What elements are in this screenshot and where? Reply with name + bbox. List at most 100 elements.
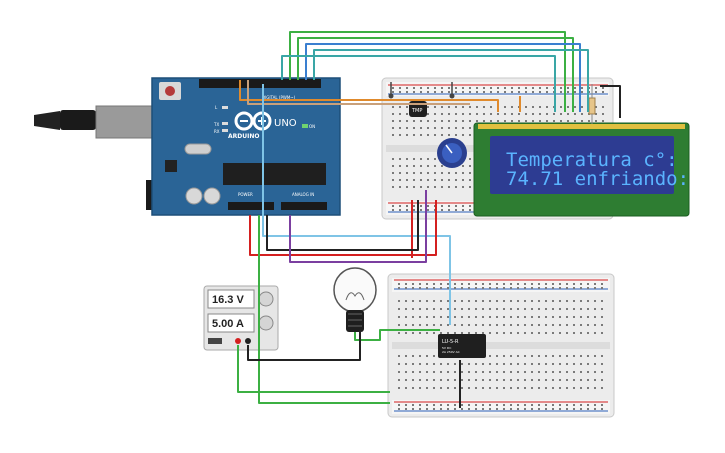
breadboard-hole (538, 363, 540, 365)
breadboard-hole (461, 404, 463, 406)
psu-negative-terminal[interactable] (245, 338, 251, 344)
breadboard-hole (489, 308, 491, 310)
breadboard-hole (392, 186, 394, 188)
light-bulb-icon[interactable] (333, 267, 377, 332)
breadboard-hole (573, 300, 575, 302)
breadboard-hole (448, 106, 450, 108)
breadboard-hole (461, 363, 463, 365)
breadboard-hole (496, 408, 498, 410)
breadboard-hole (566, 404, 568, 406)
breadboard-hole (454, 316, 456, 318)
breadboard-hole (454, 387, 456, 389)
breadboard-hole (510, 387, 512, 389)
breadboard-hole (566, 408, 568, 410)
breadboard-hole (475, 371, 477, 373)
current-knob[interactable] (258, 315, 274, 331)
breadboard-hole (420, 120, 422, 122)
breadboard-hole (427, 127, 429, 129)
breadboard-hole (517, 363, 519, 365)
breadboard-hole (553, 113, 555, 115)
breadboard-hole (567, 113, 569, 115)
power-supply[interactable]: 16.3 V 5.00 A (203, 285, 279, 351)
power-header[interactable] (228, 202, 274, 210)
breadboard-hole (469, 209, 471, 211)
breadboard-hole (419, 355, 421, 357)
breadboard-hole (399, 106, 401, 108)
digital-header[interactable] (199, 79, 321, 88)
breadboard-hole (392, 120, 394, 122)
breadboard-hole (433, 355, 435, 357)
breadboard-hole (587, 324, 589, 326)
breadboard-hole (448, 120, 450, 122)
relay-module[interactable]: LU-5-R 5V DC 2A 250V AC (438, 334, 486, 358)
breadboard-hole (546, 106, 548, 108)
breadboard-hole (517, 287, 519, 289)
breadboard-hole (413, 87, 415, 89)
voltage-knob[interactable] (258, 291, 274, 307)
breadboard-hole (510, 408, 512, 410)
breadboard-hole (517, 332, 519, 334)
breadboard-hole (461, 332, 463, 334)
breadboard-hole (392, 179, 394, 181)
breadboard-hole (511, 87, 513, 89)
breadboard-hole (580, 355, 582, 357)
breadboard-hole (560, 113, 562, 115)
breadboard-hole (475, 387, 477, 389)
wire-green-bulb (354, 329, 440, 341)
breadboard-hole (524, 287, 526, 289)
breadboard-hole (559, 408, 561, 410)
power-label: POWER (238, 192, 253, 197)
breadboard-hole (546, 87, 548, 89)
breadboard-hole (420, 205, 422, 207)
psu-positive-terminal[interactable] (235, 338, 241, 344)
psu-switch[interactable] (208, 338, 222, 344)
breadboard-hole (454, 300, 456, 302)
breadboard-hole (392, 87, 394, 89)
arduino-uno-board[interactable]: ARDUINO UNO DIGITAL (PWM~) ON TX RX L PO… (34, 77, 341, 216)
breadboard-hole (524, 332, 526, 334)
breadboard-hole (594, 283, 596, 285)
breadboard-hole (602, 120, 604, 122)
breadboard-hole (476, 87, 478, 89)
breadboard-hole (412, 324, 414, 326)
breadboard-hole (510, 404, 512, 406)
breadboard-hole (496, 324, 498, 326)
breadboard-hole (581, 113, 583, 115)
breadboard-hole (419, 300, 421, 302)
l-label: L (215, 105, 218, 110)
breadboard-bottom[interactable] (387, 273, 615, 418)
breadboard-hole (510, 287, 512, 289)
breadboard-hole (420, 158, 422, 160)
breadboard-hole (546, 113, 548, 115)
breadboard-hole (399, 87, 401, 89)
breadboard-hole (469, 127, 471, 129)
breadboard-hole (440, 363, 442, 365)
reset-button[interactable] (165, 86, 175, 96)
thermometer-icon-2 (449, 82, 455, 99)
breadboard-hole (559, 371, 561, 373)
breadboard-hole (399, 113, 401, 115)
breadboard-hole (462, 120, 464, 122)
breadboard-hole (490, 120, 492, 122)
breadboard-hole (454, 287, 456, 289)
breadboard-hole (545, 308, 547, 310)
breadboard-hole (468, 308, 470, 310)
breadboard-hole (580, 316, 582, 318)
breadboard-hole (587, 387, 589, 389)
breadboard-hole (427, 113, 429, 115)
potentiometer[interactable] (437, 138, 467, 168)
breadboard-hole (573, 308, 575, 310)
breadboard-hole (489, 287, 491, 289)
breadboard-hole (545, 287, 547, 289)
psu-current: 5.00 A (212, 318, 244, 330)
breadboard-hole (440, 332, 442, 334)
breadboard-hole (518, 120, 520, 122)
breadboard-hole (468, 287, 470, 289)
breadboard-hole (434, 179, 436, 181)
breadboard-hole (440, 324, 442, 326)
breadboard-hole (462, 186, 464, 188)
breadboard-hole (510, 316, 512, 318)
analog-header[interactable] (281, 202, 327, 210)
breadboard-hole (573, 332, 575, 334)
